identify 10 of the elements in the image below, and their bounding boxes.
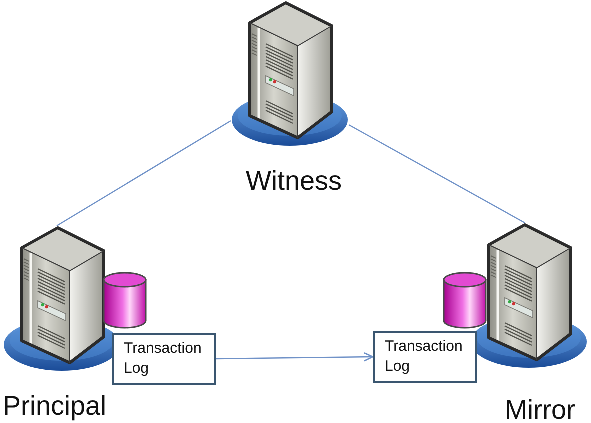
- server-label: Principal: [3, 391, 107, 421]
- database-icon: [102, 272, 148, 330]
- connector-line: [348, 124, 526, 224]
- log-box: Transaction Log: [373, 331, 477, 383]
- arrow: [216, 352, 374, 362]
- server-label: Mirror: [505, 395, 576, 423]
- server-label: Witness: [246, 166, 342, 196]
- database-icon: [442, 272, 488, 330]
- log-box: Transaction Log: [112, 333, 216, 385]
- connector-line: [56, 120, 232, 227]
